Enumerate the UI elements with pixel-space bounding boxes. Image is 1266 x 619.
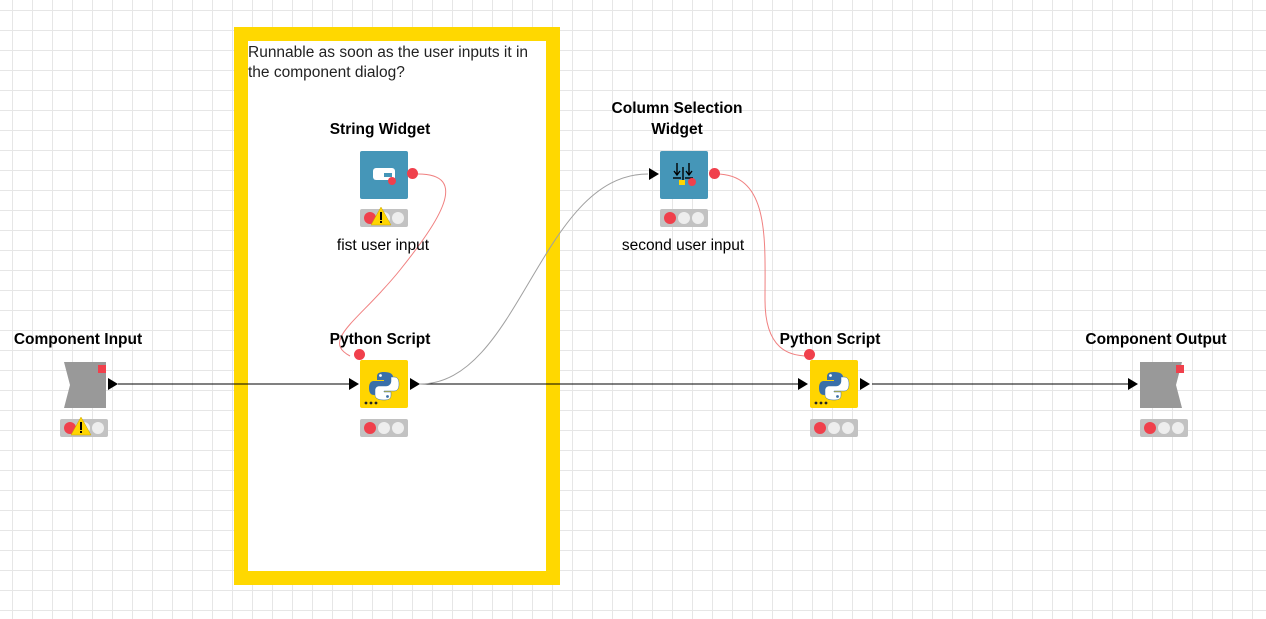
node-title-column-selection-widget: Column Selection Widget [611, 100, 743, 138]
warning-icon [70, 416, 92, 436]
node-title-component-output: Component Output [1085, 331, 1227, 348]
node-label-string-widget[interactable]: fist user input [336, 237, 430, 254]
node-title-python-script-1: Python Script [329, 331, 431, 348]
status-lights-column-selection [660, 209, 708, 227]
python-script-2-flow-in-port[interactable] [804, 349, 815, 360]
string-widget-icon[interactable] [360, 151, 408, 199]
column-selection-in-port[interactable] [649, 168, 659, 180]
component-output-in-port[interactable] [1128, 378, 1138, 390]
python-logo-icon[interactable] [360, 360, 408, 408]
component-input-out-port[interactable] [108, 378, 118, 390]
component-output-icon[interactable] [1140, 360, 1188, 408]
string-widget-flow-out-port[interactable] [407, 168, 418, 179]
column-selection-icon[interactable] [660, 151, 708, 199]
python-script-1-flow-in-port[interactable] [354, 349, 365, 360]
python-script-2-out-port[interactable] [860, 378, 870, 390]
node-title-string-widget: String Widget [329, 121, 431, 138]
node-title-python-script-2: Python Script [779, 331, 881, 348]
status-lights-python-script-1 [360, 419, 408, 437]
python-script-1-out-port[interactable] [410, 378, 420, 390]
python-script-1-in-port[interactable] [349, 378, 359, 390]
python-logo-icon[interactable] [810, 360, 858, 408]
status-lights-python-script-2 [810, 419, 858, 437]
status-lights-component-output [1140, 419, 1188, 437]
workflow-annotation[interactable] [234, 27, 560, 585]
python-script-2-in-port[interactable] [798, 378, 808, 390]
annotation-text: Runnable as soon as the user inputs it i… [248, 44, 529, 81]
column-selection-flow-out-port[interactable] [709, 168, 720, 179]
component-input-icon[interactable] [58, 360, 106, 408]
node-title-component-input: Component Input [13, 331, 143, 348]
node-label-column-selection[interactable]: second user input [621, 237, 745, 254]
warning-icon [370, 206, 392, 226]
